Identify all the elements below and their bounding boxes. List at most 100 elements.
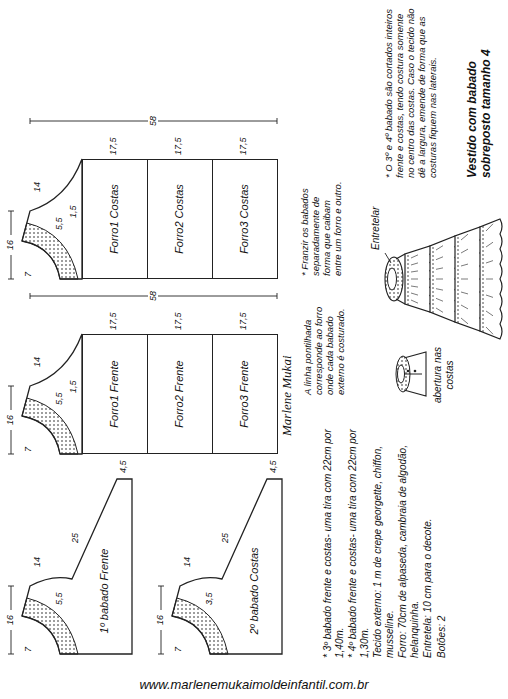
dimension-label: 5,5 xyxy=(54,213,64,231)
material-note: Entretela: 10 cm para o decote. xyxy=(422,414,434,659)
gather-stroke xyxy=(486,242,493,247)
dimension-label: 14 xyxy=(182,550,192,568)
dress-ruffle xyxy=(430,236,457,322)
panel-label: Forro3 Costas xyxy=(238,184,251,254)
gather-stroke xyxy=(486,279,493,280)
gather-stroke xyxy=(436,279,443,280)
material-note: Forro: 70cm de alpaseda, cambraia de alg… xyxy=(397,414,420,659)
dimension-label: 58 xyxy=(148,111,158,131)
lining-panel: Forro1 Frente xyxy=(82,334,148,454)
dimension-label: 14 xyxy=(32,175,42,193)
gather-stroke xyxy=(461,249,468,253)
interfacing-band xyxy=(22,223,78,279)
lining-panel: Forro1 Costas xyxy=(82,159,148,279)
gather-stroke xyxy=(461,264,468,266)
dimension-label: 14 xyxy=(32,350,42,368)
gather-stroke xyxy=(411,300,418,303)
lining-panel: Forro3 Costas xyxy=(212,159,278,279)
dimension-label: 7 xyxy=(23,643,33,653)
dimension-label: 17,5 xyxy=(173,132,183,156)
gather-stroke xyxy=(436,246,443,250)
panel-label: Forro2 Costas xyxy=(173,184,186,254)
panel-label: Forro3 Frente xyxy=(238,360,251,427)
material-note: * 3º babado frente e costas- uma tira co… xyxy=(322,414,345,659)
lining-panel: Forro3 Frente xyxy=(212,334,278,454)
dimension-label: 7 xyxy=(23,443,33,453)
interfacing-band xyxy=(172,598,228,654)
dimension-label: 16 xyxy=(5,610,15,630)
gather-stroke xyxy=(461,292,468,294)
material-note: Tecido externo: 1 m de crepe georgette, … xyxy=(372,414,395,659)
dimension-label: 14 xyxy=(32,550,42,568)
dimension-label: 17,5 xyxy=(108,132,118,156)
dimension-label: 1,5 xyxy=(68,376,78,394)
dimension-label: 16 xyxy=(155,610,165,630)
gather-stroke xyxy=(436,289,443,290)
neckline xyxy=(388,268,397,290)
pattern-title: Vestido com babado sobreposto tamanho 4 xyxy=(466,7,494,179)
interfacing-band xyxy=(22,398,78,454)
dimension-label: 7 xyxy=(173,643,183,653)
dress-ruffle xyxy=(455,227,482,331)
gather-stroke xyxy=(436,257,443,260)
dress-ruffle xyxy=(405,246,432,312)
gather-stroke xyxy=(436,298,443,301)
pattern-outline xyxy=(22,159,82,279)
lining-dotted-line xyxy=(483,226,484,332)
note-label: abertura nas costas xyxy=(432,341,455,409)
back-view-outline xyxy=(404,352,426,396)
dimension-label: 17,5 xyxy=(238,307,248,331)
pattern-outline xyxy=(172,479,282,654)
dimension-label: 16 xyxy=(5,410,15,430)
gather-stroke xyxy=(461,305,468,309)
dimension-label: 7 xyxy=(23,268,33,278)
lining-panel: Forro2 Costas xyxy=(147,159,213,279)
notes-column: * 3º babado frente e costas- uma tira co… xyxy=(322,414,447,659)
gather-stroke xyxy=(461,279,468,280)
gather-stroke xyxy=(411,279,418,280)
gather-stroke xyxy=(411,286,418,287)
gather-stroke xyxy=(486,261,493,263)
button xyxy=(414,370,417,373)
leader-line xyxy=(385,253,391,263)
dimension-label: 4,5 xyxy=(268,456,278,474)
gather-stroke xyxy=(486,295,493,297)
panel-label: Forro2 Frente xyxy=(173,360,186,427)
back-opening xyxy=(404,374,422,375)
interfacing-band xyxy=(22,598,78,654)
dimension-label: 25 xyxy=(70,520,80,544)
dimension-label: 16 xyxy=(5,235,15,255)
website-url: www.marlenemukaimoldeinfantil.com.br xyxy=(0,678,508,693)
material-note: Botões: 2 xyxy=(436,414,448,659)
dimension-label: 25 xyxy=(220,520,230,544)
dimension-label: 4,5 xyxy=(118,456,128,474)
lining-dotted-line xyxy=(408,253,409,305)
gather-stroke xyxy=(436,268,443,269)
pattern-outline xyxy=(22,334,82,454)
lining-dotted-line xyxy=(433,245,434,313)
panel-label: Forro1 Costas xyxy=(108,184,121,254)
dimension-label: 1,5 xyxy=(68,201,78,219)
lining-panel: Forro2 Frente xyxy=(147,334,213,454)
dimension-label: 17,5 xyxy=(108,307,118,331)
material-note: * 4º babado frente e costas- uma tira co… xyxy=(347,414,370,659)
gather-stroke xyxy=(436,308,443,312)
back-neckline xyxy=(398,365,405,383)
dimension-label: 58 xyxy=(148,286,158,306)
note-label: * Franzir os babados separadamente de fo… xyxy=(300,177,344,277)
dress-ruffle xyxy=(480,219,502,339)
note-label: 2º babado Costas xyxy=(248,536,261,646)
lining-dotted-line xyxy=(458,235,459,323)
gather-stroke xyxy=(411,271,418,272)
gather-stroke xyxy=(411,293,418,295)
panel-label: Forro1 Frente xyxy=(108,360,121,427)
gather-stroke xyxy=(486,311,493,316)
dimension-label: 17,5 xyxy=(238,132,248,156)
gather-stroke xyxy=(461,318,468,324)
note-label: A linha pontilhada corresponde ao forro … xyxy=(303,288,347,396)
dimension-label: 3,5 xyxy=(204,588,214,606)
gather-stroke xyxy=(411,255,418,258)
gather-stroke xyxy=(461,234,468,240)
note-label: Entretelar xyxy=(370,191,382,251)
dimension-label: 17,5 xyxy=(173,307,183,331)
